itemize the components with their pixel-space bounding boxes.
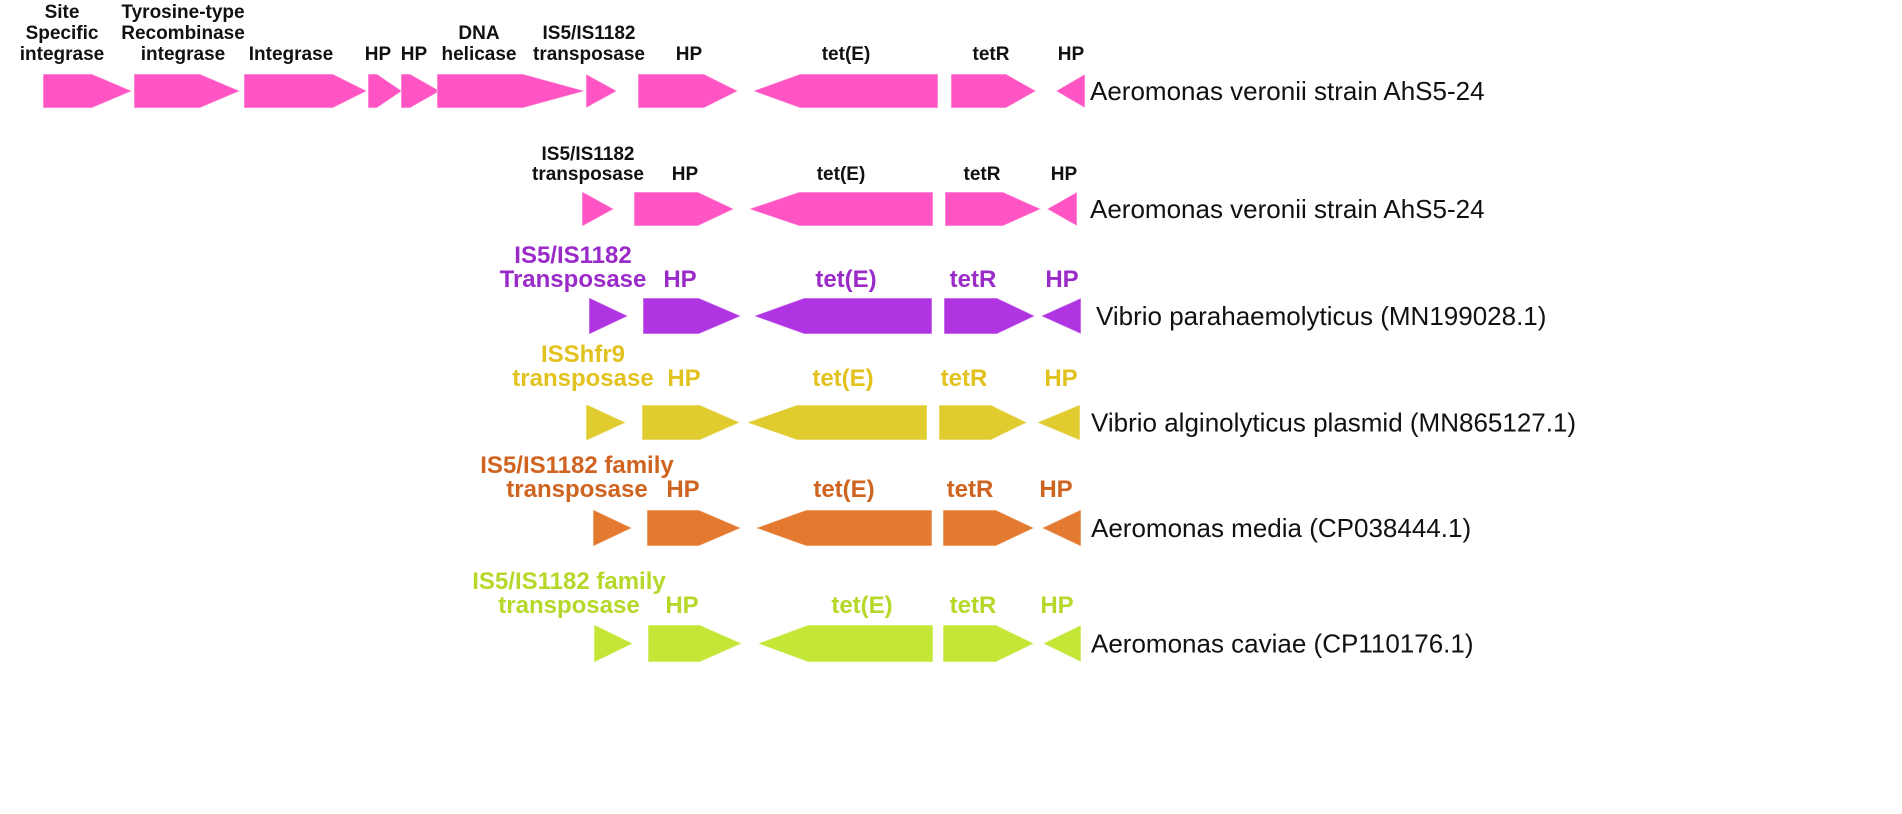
gene-arrow: [585, 404, 628, 441]
gene-label: tetR: [947, 476, 994, 503]
gene-label: tet(E): [812, 365, 873, 392]
gene-arrow: [641, 404, 742, 441]
gene-label: HP: [1040, 592, 1073, 619]
gene-arrow: [133, 73, 242, 109]
gene-label: HP: [667, 365, 700, 392]
gene-label: HP: [666, 476, 699, 503]
gene-arrow: [950, 73, 1038, 109]
organism-label: Aeromonas veronii strain AhS5-24: [1090, 76, 1485, 106]
gene-arrow: [581, 191, 616, 227]
gene-label: HP: [1045, 266, 1078, 293]
gene-label: HP: [672, 164, 699, 185]
gene-label: HP: [1051, 164, 1078, 185]
gene-arrow: [436, 73, 587, 109]
gene-label: HP: [665, 592, 698, 619]
gene-label: tet(E): [817, 164, 866, 185]
gene-arrow: [1039, 297, 1082, 335]
gene-label: HP: [1058, 44, 1085, 65]
gene-arrow: [1041, 624, 1082, 663]
organism-label: Aeromonas veronii strain AhS5-24: [1090, 194, 1485, 224]
gene-arrow: [1035, 404, 1081, 441]
gene-label: tetR: [941, 365, 988, 392]
gene-arrow: [647, 624, 744, 663]
gene-arrow: [588, 297, 630, 335]
gene-arrow: [633, 191, 736, 227]
organism-label: Vibrio parahaemolyticus (MN199028.1): [1096, 301, 1546, 331]
gene-arrow: [1055, 73, 1086, 109]
gene-label: HP: [663, 266, 696, 293]
gene-arrow: [1040, 509, 1082, 547]
gene-arrow: [938, 404, 1029, 441]
gene-arrow: [942, 624, 1036, 663]
gene-arrow: [42, 73, 134, 109]
gene-arrow: [943, 297, 1037, 335]
gene-label: tetR: [950, 266, 997, 293]
gene-label: HP: [1039, 476, 1072, 503]
gene-label: HP: [401, 44, 428, 65]
gene-label: tet(E): [815, 266, 876, 293]
gene-arrow: [367, 73, 403, 109]
gene-arrow: [400, 73, 442, 109]
gene-arrow: [1045, 191, 1078, 227]
gene-arrow: [745, 404, 928, 441]
gene-arrow: [646, 509, 743, 547]
gene-arrow: [751, 73, 939, 109]
organism-label: Aeromonas media (CP038444.1): [1091, 513, 1471, 543]
gene-label: tetR: [973, 44, 1010, 65]
gene-arrow: [585, 73, 619, 109]
gene-label: tet(E): [813, 476, 874, 503]
gene-label: tet(E): [822, 44, 871, 65]
gene-arrow: [754, 509, 933, 547]
gene-arrow: [637, 73, 740, 109]
gene-label: HP: [365, 44, 392, 65]
gene-arrow: [944, 191, 1043, 227]
gene-label: tet(E): [831, 592, 892, 619]
organism-label: Aeromonas caviae (CP110176.1): [1091, 629, 1474, 659]
organism-label: Vibrio alginolyticus plasmid (MN865127.1…: [1091, 408, 1576, 438]
gene-arrow: [593, 624, 635, 663]
gene-arrow: [747, 191, 934, 227]
gene-label: tetR: [950, 592, 997, 619]
gene-arrow: [752, 297, 933, 335]
gene-arrow: [942, 509, 1036, 547]
gene-label: Integrase: [249, 44, 333, 65]
gene-label: HP: [676, 44, 703, 65]
gene-label: HP: [1044, 365, 1077, 392]
gene-arrow: [592, 509, 634, 547]
gene-arrow: [642, 297, 743, 335]
gene-arrow: [756, 624, 934, 663]
gene-label: tetR: [964, 164, 1001, 185]
gene-arrow: [243, 73, 369, 109]
